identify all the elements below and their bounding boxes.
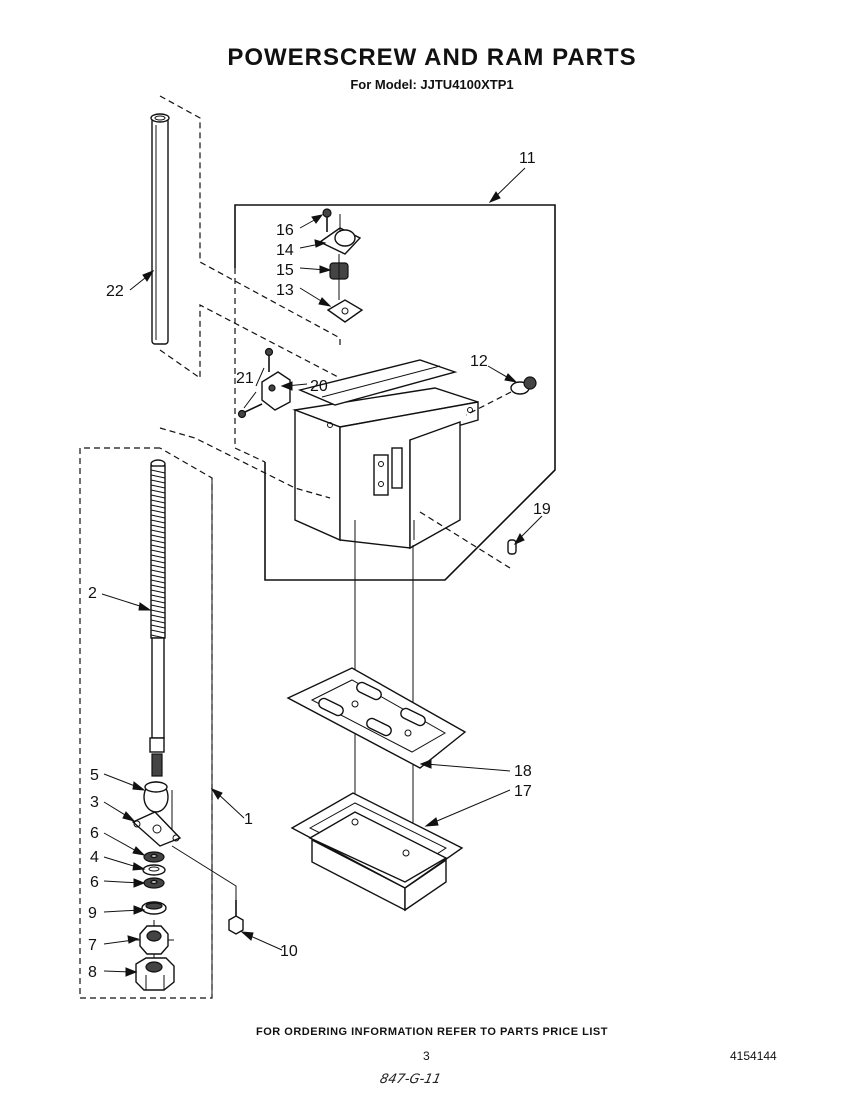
screw-thread (150, 534, 166, 539)
part-2-powerscrew (149, 459, 166, 777)
callout-6-bottom: 6 (90, 874, 99, 891)
screw-thread (150, 584, 166, 589)
callout-1: 1 (244, 811, 253, 828)
page-number: 3 (423, 1049, 430, 1063)
part-8-nut (135, 957, 175, 991)
part-4-bearing (142, 864, 166, 876)
callout-10: 10 (280, 943, 298, 960)
screw-thread (150, 469, 166, 474)
part-14-bracket (318, 214, 362, 255)
part-7-sprocket (136, 920, 174, 958)
callout-labels: 11 16 14 15 13 22 12 21 20 19 2 5 3 6 4 … (88, 150, 551, 981)
screw-thread (150, 609, 166, 614)
screw-thread (150, 509, 166, 514)
screw-thread (150, 529, 166, 534)
part-16-screw (322, 208, 332, 232)
part-5-cup (143, 781, 173, 832)
callout-7: 7 (88, 937, 97, 954)
callout-5: 5 (90, 767, 99, 784)
ordering-information-note: FOR ORDERING INFORMATION REFER TO PARTS … (256, 1026, 608, 1038)
part-13-plate (326, 299, 364, 323)
part-15-gear (329, 254, 349, 300)
screw-thread (150, 539, 166, 544)
callout-16: 16 (276, 222, 294, 239)
callout-22: 22 (106, 283, 124, 300)
screw-thread (150, 594, 166, 599)
screw-thread (150, 574, 166, 579)
assembly-1-outline (79, 447, 213, 999)
part-19-pin (419, 511, 517, 569)
part-6-washer-top (143, 851, 165, 863)
callout-17: 17 (514, 783, 532, 800)
part-22-tube (150, 113, 170, 345)
callout-6-top: 6 (90, 825, 99, 842)
handwritten-code: 847-G-11 (378, 1072, 443, 1087)
screw-thread (150, 589, 166, 594)
part-12-bushing (465, 376, 537, 416)
callout-11: 11 (519, 150, 536, 167)
callout-9: 9 (88, 905, 97, 922)
part-3-bearing-plate (131, 811, 182, 847)
alignment-line (159, 427, 331, 499)
callout-2: 2 (88, 585, 97, 602)
screw-thread (150, 479, 166, 484)
screw-thread (150, 524, 166, 529)
callout-15: 15 (276, 262, 294, 279)
callout-8: 8 (88, 964, 97, 981)
screw-thread (150, 624, 166, 629)
screw-thread (150, 564, 166, 569)
part-20-clip (261, 371, 291, 411)
part-9-washer (141, 901, 167, 915)
part-17-pan (290, 792, 464, 912)
screw-thread (150, 519, 166, 524)
part-18-gasket (286, 667, 467, 769)
leader-lines (101, 167, 543, 977)
screw-thread (150, 489, 166, 494)
callout-21: 21 (236, 370, 254, 387)
screw-thread (150, 569, 166, 574)
screw-thread (150, 629, 166, 634)
screw-thread (150, 599, 166, 604)
screw-thread (150, 614, 166, 619)
tube-bracket-outline (159, 95, 341, 380)
screw-thread (150, 544, 166, 549)
screw-thread (150, 514, 166, 519)
model-subtitle: For Model: JJTU4100XTP1 (350, 77, 514, 92)
part-21-screws (237, 347, 274, 419)
screw-thread (150, 474, 166, 479)
screw-thread (150, 604, 166, 609)
callout-19: 19 (533, 501, 551, 518)
callout-20: 20 (310, 378, 328, 395)
part-6-washer-bottom (143, 877, 165, 889)
screw-thread (150, 579, 166, 584)
screw-thread (150, 559, 166, 564)
screw-thread (150, 554, 166, 559)
screw-thread (150, 484, 166, 489)
screw-thread (150, 549, 166, 554)
screw-thread (150, 494, 166, 499)
callout-3: 3 (90, 794, 99, 811)
callout-12: 12 (470, 353, 488, 370)
callout-4: 4 (90, 849, 99, 866)
page-title: POWERSCREW AND RAM PARTS (227, 44, 637, 71)
ram-housing (292, 359, 479, 550)
part-10-screw (171, 845, 244, 935)
callout-14: 14 (276, 242, 294, 259)
screw-thread (150, 619, 166, 624)
screw-thread (150, 499, 166, 504)
callout-13: 13 (276, 282, 294, 299)
screw-thread (150, 504, 166, 509)
callout-18: 18 (514, 763, 532, 780)
assembly-11-outline (234, 204, 556, 581)
document-number: 4154144 (730, 1049, 777, 1063)
